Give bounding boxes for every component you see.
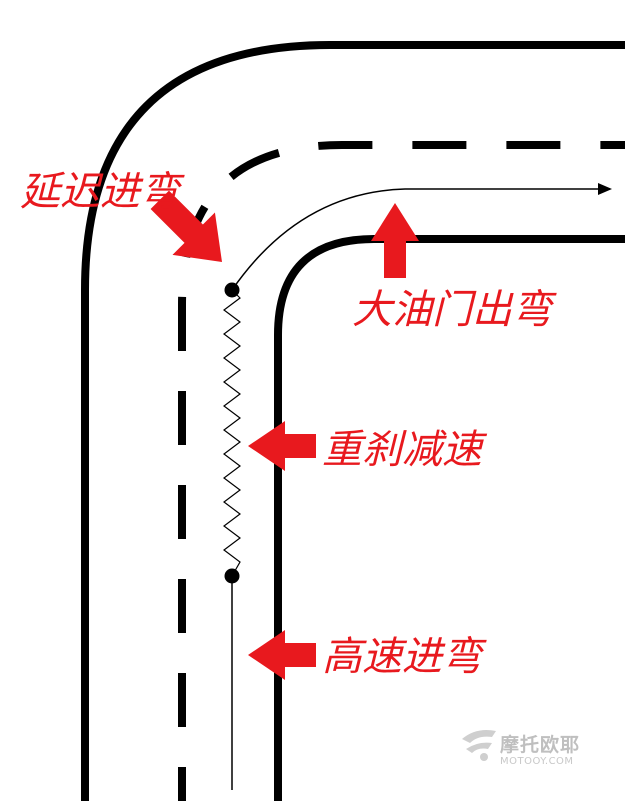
- watermark-title: 摩托欧耶: [500, 733, 580, 756]
- motooy-logo-icon: [462, 730, 496, 761]
- brake-start-marker: [224, 282, 240, 298]
- full-throttle-exit-arrow-icon: [371, 203, 419, 278]
- braking-zigzag-line: [223, 289, 241, 577]
- label-full-throttle-exit: 大油门出弯: [352, 287, 557, 333]
- brake-end-marker: [224, 568, 240, 584]
- label-high-speed-entry: 高速进弯: [322, 634, 487, 680]
- label-hard-braking: 重刹减速: [322, 427, 488, 473]
- watermark-subtitle: MOTOOY.COM: [500, 756, 574, 767]
- high-speed-entry-arrow-icon: [248, 630, 316, 680]
- racing-line-exit: [231, 183, 612, 291]
- label-delay-turn-in: 延迟进弯: [20, 169, 185, 215]
- hard-braking-arrow-icon: [248, 421, 316, 471]
- delay-turn-in-arrow-icon: [150, 190, 222, 262]
- road-inner-edge: [274, 235, 625, 801]
- road-outer-edge: [81, 41, 625, 801]
